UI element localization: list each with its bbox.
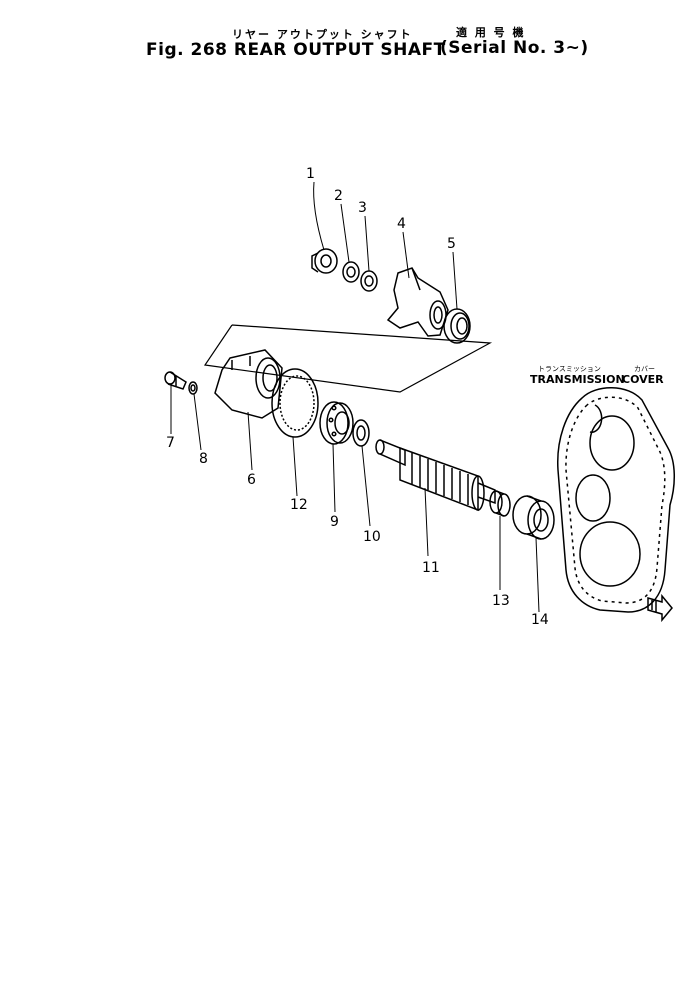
callout-11: 11 — [422, 560, 440, 576]
leader-8 — [193, 393, 202, 451]
callout-8: 8 — [199, 451, 208, 467]
callout-4: 4 — [397, 216, 406, 232]
part-13-needle-bearing — [489, 490, 511, 517]
callout-12: 12 — [290, 497, 308, 513]
part-11-shaft — [375, 439, 496, 512]
callout-5: 5 — [447, 236, 456, 252]
part-3-washer — [360, 270, 378, 292]
part-2-washer — [342, 261, 360, 283]
part-1-nut — [311, 248, 338, 274]
callout-1: 1 — [306, 166, 315, 182]
figure-title: Fig. 268 REAR OUTPUT SHAFT — [146, 40, 446, 60]
leader-6 — [247, 411, 253, 471]
callout-9: 9 — [330, 514, 339, 530]
callout-14: 14 — [531, 612, 549, 628]
assembly-outline — [203, 324, 493, 393]
leader-10 — [361, 445, 371, 527]
part-12-shim — [271, 368, 319, 438]
leader-9 — [332, 443, 336, 513]
title-japanese: リヤー アウトプット シャフト — [232, 28, 413, 41]
front-arrow-icon — [647, 593, 673, 623]
part-9-bearing — [319, 401, 354, 445]
cover-label-japanese: カバー — [634, 365, 655, 373]
leader-4 — [402, 231, 410, 279]
transmission-label: TRANSMISSION — [530, 373, 625, 386]
cover-label: COVER — [622, 373, 664, 386]
leader-5 — [452, 251, 458, 310]
serial-number: (Serial No. 3~) — [440, 38, 589, 58]
part-4-yoke — [386, 267, 449, 337]
callout-3: 3 — [358, 200, 367, 216]
callout-10: 10 — [363, 529, 381, 545]
part-10-spacer — [352, 419, 370, 447]
callout-2: 2 — [334, 188, 343, 204]
leader-3 — [364, 215, 370, 272]
part-8-washer — [188, 381, 198, 395]
leader-2 — [340, 203, 350, 263]
part-5-oil-seal — [443, 308, 471, 344]
serial-japanese: 適 用 号 機 — [456, 26, 526, 39]
part-14-bearing-race — [512, 495, 555, 540]
callout-7: 7 — [166, 435, 175, 451]
part-7-bolt — [164, 371, 187, 390]
transmission-label-japanese: トランスミッション — [538, 365, 601, 373]
leader-11 — [424, 487, 429, 557]
leader-14 — [535, 537, 540, 613]
leader-12 — [292, 436, 298, 497]
transmission-cover — [557, 387, 675, 613]
callout-6: 6 — [247, 472, 256, 488]
callout-13: 13 — [492, 593, 510, 609]
leader-1 — [313, 181, 325, 251]
